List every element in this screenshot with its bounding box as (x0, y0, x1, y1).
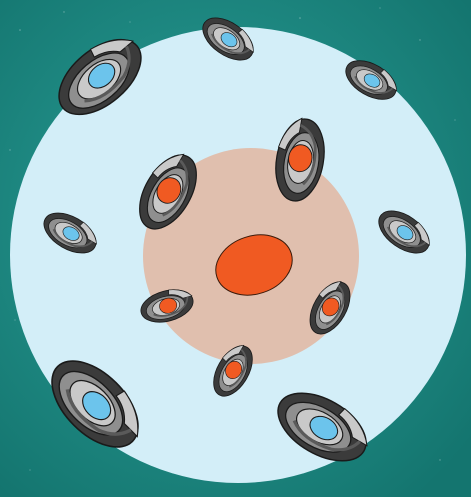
diagram-canvas (0, 0, 471, 497)
galaxy-distribution-diagram (0, 0, 471, 497)
